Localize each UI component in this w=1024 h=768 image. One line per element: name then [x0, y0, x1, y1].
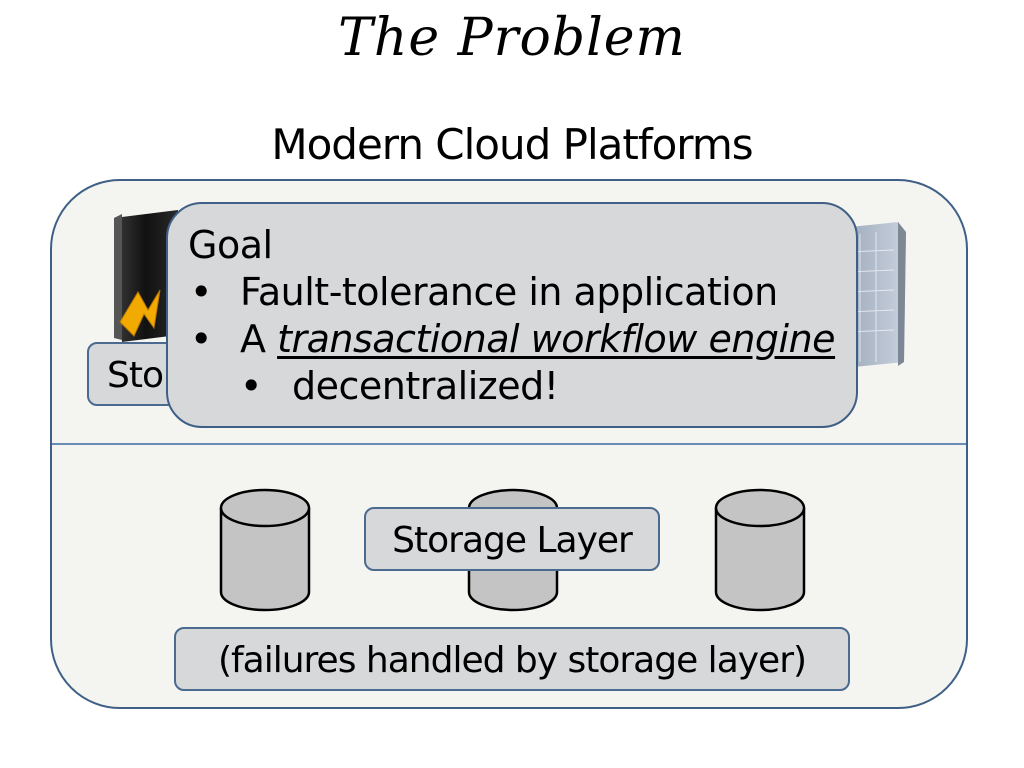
goal-bullet-2-emphasis: transactional workflow engine	[277, 317, 836, 361]
sub-bullet-icon: •	[240, 364, 262, 408]
failures-label-text: (failures handled by storage layer)	[217, 640, 807, 681]
left-server-icon	[114, 210, 178, 342]
goal-bullet-1: Fault-tolerance in application	[240, 270, 778, 314]
compute-layer-label-text: Sto	[107, 355, 164, 396]
bullet-icon: •	[190, 317, 212, 361]
slide-title: The Problem	[338, 8, 686, 68]
storage-cylinder-icon	[219, 488, 311, 612]
goal-bullet-2-prefix: A	[240, 317, 278, 361]
storage-cylinder-icon	[714, 488, 806, 612]
goal-sub-bullet: decentralized!	[292, 364, 559, 408]
storage-layer-label-text: Storage Layer	[392, 520, 633, 561]
goal-bullet-2: A transactional workflow engine	[240, 316, 836, 363]
goal-heading: Goal	[188, 223, 273, 267]
failures-label: (failures handled by storage layer)	[174, 627, 850, 691]
layer-divider	[52, 443, 966, 445]
goal-callout: Goal • Fault-tolerance in application • …	[166, 202, 858, 428]
bullet-icon: •	[190, 270, 212, 314]
slide-subtitle: Modern Cloud Platforms	[271, 120, 753, 169]
storage-layer-label: Storage Layer	[364, 507, 660, 571]
